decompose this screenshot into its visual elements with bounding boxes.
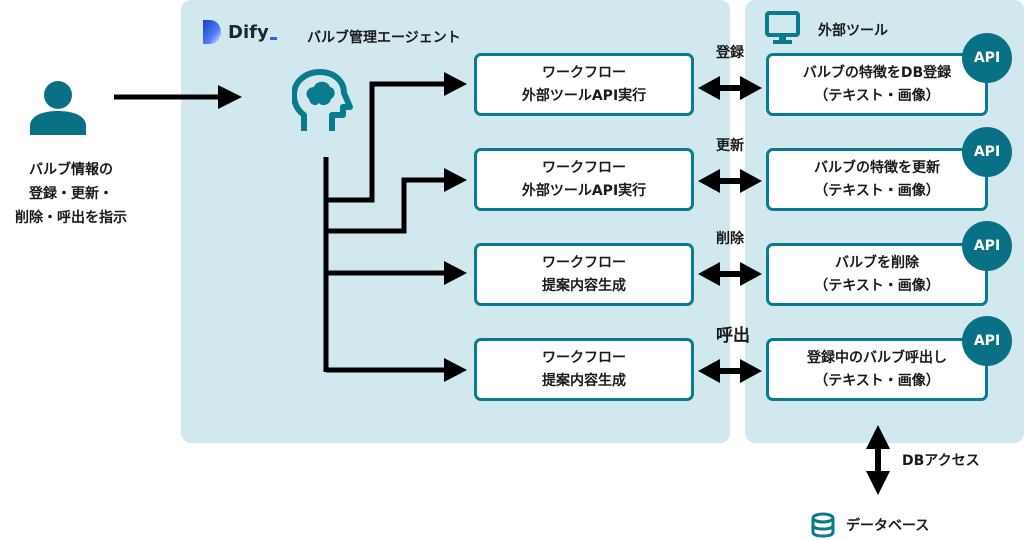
- tool-title: バルブを削除: [835, 254, 919, 271]
- database-icon: [811, 512, 835, 538]
- caption-line: バルブ情報の: [29, 162, 113, 178]
- tool-title: バルブの特徴を更新: [814, 159, 940, 176]
- caption-line: 削除・呼出を指示: [15, 210, 127, 226]
- head-brain-icon: [292, 69, 353, 131]
- caption-line: 登録・更新・: [29, 186, 113, 202]
- workflow-node-3[interactable]: ワークフロー 提案内容生成: [474, 243, 694, 306]
- tool-node-delete[interactable]: バルブを削除 （テキスト・画像）: [766, 243, 988, 306]
- workflow-title: ワークフロー: [542, 64, 626, 81]
- tool-subtitle: （テキスト・画像）: [814, 87, 940, 104]
- person-icon: [30, 81, 86, 135]
- workflow-subtitle: 提案内容生成: [542, 372, 626, 389]
- workflow-subtitle: 外部ツールAPI実行: [521, 87, 647, 104]
- db-access-label: DBアクセス: [902, 453, 980, 469]
- workflow-node-4[interactable]: ワークフロー 提案内容生成: [474, 338, 694, 401]
- agent-title: バルブ管理エージェント: [307, 30, 461, 46]
- operation-label-retrieve: 呼出: [716, 326, 750, 346]
- tool-subtitle: （テキスト・画像）: [814, 277, 940, 294]
- workflow-title: ワークフロー: [542, 254, 626, 271]
- operation-label-update: 更新: [716, 138, 744, 154]
- user-instruction-caption: バルブ情報の 登録・更新・ 削除・呼出を指示: [0, 158, 142, 230]
- tool-subtitle: （テキスト・画像）: [814, 372, 940, 389]
- tool-node-update[interactable]: バルブの特徴を更新 （テキスト・画像）: [766, 148, 988, 211]
- workflow-subtitle: 提案内容生成: [542, 277, 626, 294]
- tool-node-retrieve[interactable]: 登録中のバルブ呼出し （テキスト・画像）: [766, 338, 988, 401]
- dify-wordmark: Dify: [228, 21, 269, 43]
- api-badge: API: [962, 221, 1012, 271]
- workflow-title: ワークフロー: [542, 159, 626, 176]
- api-badge: API: [962, 33, 1012, 83]
- workflow-node-1[interactable]: ワークフロー 外部ツールAPI実行: [474, 53, 694, 116]
- workflow-subtitle: 外部ツールAPI実行: [521, 182, 647, 199]
- workflow-title: ワークフロー: [542, 349, 626, 366]
- dify-logo-icon: [203, 20, 221, 44]
- operation-label-delete: 削除: [716, 231, 744, 247]
- workflow-node-2[interactable]: ワークフロー 外部ツールAPI実行: [474, 148, 694, 211]
- api-badge: API: [962, 316, 1012, 366]
- tool-node-register[interactable]: バルブの特徴をDB登録 （テキスト・画像）: [766, 53, 988, 116]
- tools-title: 外部ツール: [818, 23, 888, 39]
- operation-label-register: 登録: [716, 45, 744, 61]
- tool-subtitle: （テキスト・画像）: [814, 182, 940, 199]
- dify-logo: Dify: [203, 20, 277, 44]
- tool-title: 登録中のバルブ呼出し: [807, 349, 947, 366]
- monitor-icon: [765, 11, 800, 44]
- dify-wordmark-underscore: [269, 36, 277, 40]
- api-badge: API: [962, 127, 1012, 177]
- database-label: データベース: [846, 518, 930, 534]
- tool-title: バルブの特徴をDB登録: [802, 64, 952, 81]
